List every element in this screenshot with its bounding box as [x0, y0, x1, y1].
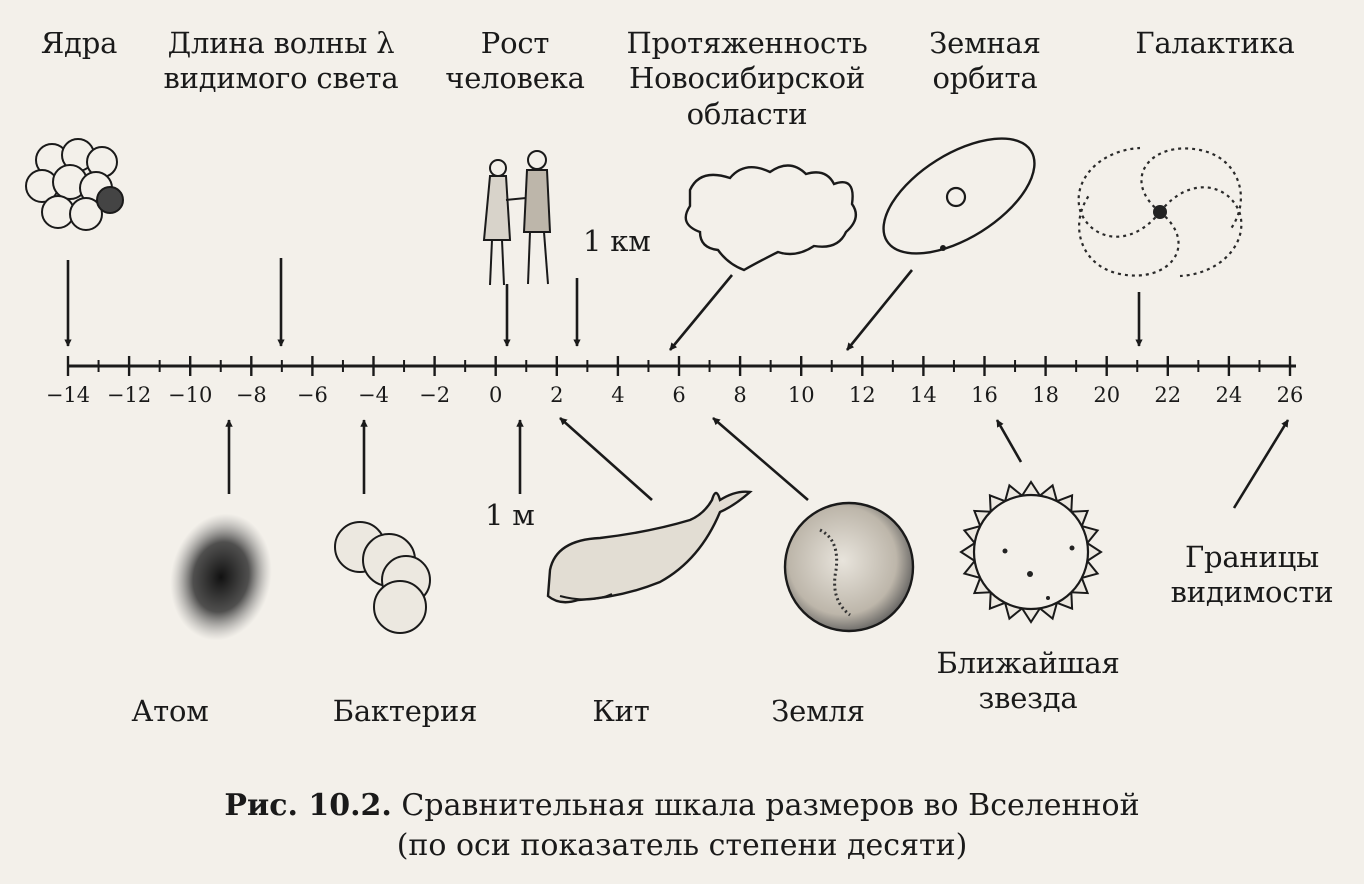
label-dlina-volny: Длина волны λ видимого света — [163, 26, 399, 96]
label-granitsy: Границы видимости — [1170, 540, 1334, 610]
axis-minor-ticks — [97, 360, 1261, 372]
arrow-zemnaya-orbita — [845, 269, 914, 351]
arrows-bottom — [225, 417, 1290, 509]
label-zemnaya-orbita: Земная орбита — [929, 26, 1041, 96]
axis-tick-label: 20 — [1093, 383, 1120, 407]
caption-line-1: Рис. 10.2. Сравнительная шкала размеров … — [0, 786, 1364, 826]
axis-tick-label: 4 — [611, 383, 624, 407]
label-kit: Кит — [592, 694, 650, 728]
people-illustration — [482, 150, 552, 286]
axis-tick-label: 18 — [1032, 383, 1059, 407]
axis-tick-label: 16 — [971, 383, 998, 407]
axis-tick-label: −14 — [46, 383, 90, 407]
figure-caption: Рис. 10.2. Сравнительная шкала размеров … — [0, 786, 1364, 865]
earth-illustration — [783, 501, 915, 633]
caption-figure-number: Рис. 10.2. — [224, 788, 392, 823]
axis-tick-label: −8 — [236, 383, 267, 407]
axis-tick-label: 24 — [1216, 383, 1243, 407]
arrows-top — [64, 258, 1143, 351]
nearest-star-illustration — [959, 480, 1103, 624]
arrow-novosibirsk — [668, 274, 734, 351]
arrow-zvezda — [995, 419, 1023, 463]
bacteria-illustration — [334, 521, 431, 634]
arrow-kit — [559, 417, 653, 501]
galaxy-illustration — [1077, 146, 1243, 278]
label-zemlya: Земля — [771, 694, 865, 728]
axis-tick-label: 12 — [849, 383, 876, 407]
nucleus-illustration — [25, 138, 124, 231]
label-one-m: 1 м — [485, 498, 535, 532]
axis-tick-label: 2 — [550, 383, 563, 407]
arrow-granitsy — [1232, 419, 1290, 509]
whale-illustration — [546, 490, 753, 604]
axis-tick-label: 22 — [1154, 383, 1181, 407]
arrow-zemlya — [712, 417, 809, 501]
label-atom: Атом — [131, 694, 209, 728]
label-protyazhennost: Протяженность Новосибирской области — [626, 26, 868, 131]
axis-tick-label: 14 — [910, 383, 937, 407]
axis-tick-label: 8 — [733, 383, 746, 407]
label-one-km: 1 км — [583, 224, 651, 258]
axis-tick-label: −2 — [419, 383, 450, 407]
caption-text-1: Сравнительная шкала размеров во Вселенно… — [391, 788, 1140, 823]
axis-tick-label: −6 — [297, 383, 328, 407]
earth-orbit-illustration — [882, 137, 1036, 255]
label-bakteriya: Бактерия — [332, 694, 478, 728]
label-rost: Рост человека — [445, 26, 585, 96]
axis-tick-label: 26 — [1277, 383, 1304, 407]
axis-tick-label: −12 — [107, 383, 151, 407]
label-yadra: Ядра — [40, 26, 118, 60]
novosibirsk-region-illustration — [684, 164, 858, 272]
label-galaktika: Галактика — [1135, 26, 1295, 60]
axis-tick-label: 6 — [672, 383, 685, 407]
caption-line-2: (по оси показатель степени десяти) — [396, 827, 968, 863]
axis-tick-label: 10 — [788, 383, 815, 407]
axis-tick-label: −10 — [168, 383, 212, 407]
axis-tick-label: −4 — [358, 383, 389, 407]
label-blizhaishaya-zvezda: Ближайшая звезда — [936, 646, 1120, 716]
atom-illustration — [170, 513, 272, 641]
axis-major-ticks — [66, 356, 1292, 376]
axis-tick-label: 0 — [489, 383, 502, 407]
